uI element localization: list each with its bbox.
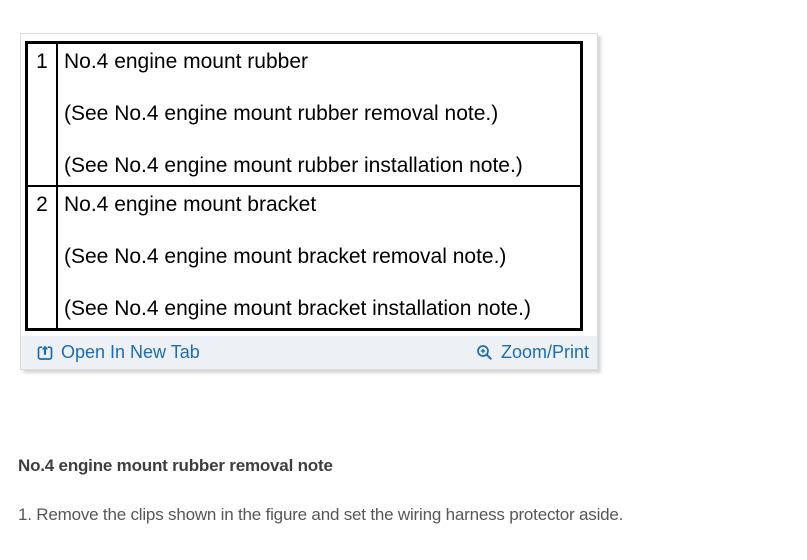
parts-table: 1 No.4 engine mount rubber (See No.4 eng… [25, 41, 583, 331]
open-in-new-tab-link[interactable]: Open In New Tab [36, 342, 200, 363]
table-row: 2 No.4 engine mount bracket (See No.4 en… [26, 185, 582, 330]
part-see-note: (See No.4 engine mount rubber installati… [64, 154, 523, 177]
part-number: 2 [26, 185, 58, 330]
figure-image-area: 1 No.4 engine mount rubber (See No.4 eng… [21, 34, 597, 336]
part-name: No.4 engine mount rubber [64, 50, 308, 73]
zoom-print-label: Zoom/Print [500, 342, 589, 362]
part-see-note: (See No.4 engine mount rubber removal no… [64, 102, 499, 125]
figure-toolbar: Open In New Tab Zoom/Print [21, 336, 597, 369]
figure-viewer: 1 No.4 engine mount rubber (See No.4 eng… [20, 33, 598, 370]
part-see-note: (See No.4 engine mount bracket installat… [64, 297, 531, 320]
part-name: No.4 engine mount bracket [64, 193, 317, 216]
open-in-new-tab-icon [36, 344, 54, 362]
table-row: 1 No.4 engine mount rubber (See No.4 eng… [26, 42, 582, 187]
open-in-new-tab-label: Open In New Tab [61, 342, 200, 362]
part-see-note: (See No.4 engine mount bracket removal n… [64, 245, 507, 268]
note-step-text: 1. Remove the clips shown in the figure … [18, 505, 624, 524]
part-description: No.4 engine mount rubber (See No.4 engin… [57, 43, 582, 187]
zoom-in-icon [476, 344, 494, 362]
part-description: No.4 engine mount bracket (See No.4 engi… [57, 185, 582, 330]
zoom-print-link[interactable]: Zoom/Print [476, 342, 589, 363]
part-number: 1 [26, 42, 58, 186]
note-heading: No.4 engine mount rubber removal note [18, 456, 333, 475]
